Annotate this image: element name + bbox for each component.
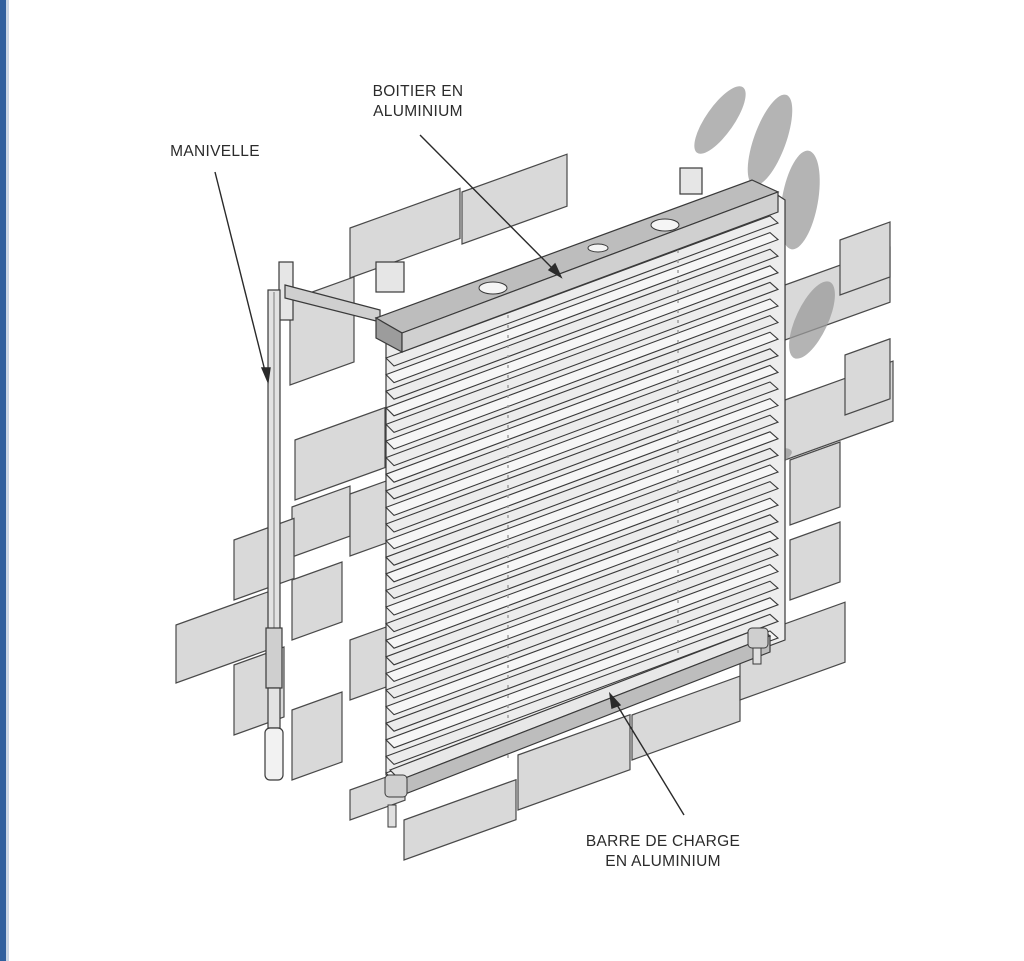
brick — [631, 675, 741, 761]
slat — [385, 231, 780, 384]
slat — [385, 447, 780, 600]
brick — [789, 521, 841, 601]
slat — [385, 480, 780, 633]
window-frame-edge-inner — [6, 0, 9, 961]
slat — [385, 514, 780, 666]
crank-handle — [264, 727, 284, 781]
leaf-shadow — [780, 150, 820, 250]
crank-assembly — [264, 261, 381, 781]
label-boitier: BOITIER EN ALUMINIUM — [372, 83, 464, 120]
slat — [385, 248, 780, 400]
slat — [385, 597, 780, 749]
slat — [385, 331, 780, 483]
bottom-rail-endcap — [384, 774, 408, 798]
label-manivelle: MANIVELLE — [170, 143, 260, 160]
brick — [349, 624, 391, 701]
head-rail-front — [401, 191, 779, 353]
slat — [385, 397, 780, 550]
leaf-shadow — [694, 86, 746, 154]
slat — [385, 281, 780, 434]
brick — [739, 601, 846, 701]
leaf-shadow — [747, 94, 793, 186]
brick — [291, 561, 343, 641]
brick — [403, 778, 517, 861]
slat — [385, 381, 780, 533]
slat — [385, 580, 780, 732]
brick — [349, 187, 461, 279]
window-frame-edge — [0, 0, 6, 961]
slat — [385, 215, 780, 367]
blind-body — [374, 167, 786, 828]
slat — [385, 364, 780, 517]
brick — [461, 153, 568, 245]
bracket-right — [679, 167, 703, 195]
slat — [385, 314, 780, 467]
slat — [385, 547, 780, 699]
slat — [385, 613, 780, 766]
bottom-rail-endcap — [747, 627, 769, 649]
leaf-shadow — [789, 281, 835, 359]
brick — [233, 517, 295, 601]
slat — [385, 530, 780, 683]
slat — [385, 563, 780, 716]
brick — [291, 691, 343, 781]
leader-lines — [214, 134, 685, 816]
tilt-mechanism — [478, 281, 508, 295]
slat — [385, 298, 780, 450]
brick — [294, 406, 386, 501]
crank-rod-lower — [267, 687, 281, 729]
slat — [385, 431, 780, 583]
brick — [789, 441, 841, 526]
brick — [844, 337, 891, 416]
brick — [839, 221, 891, 296]
label-barre-de-charge: BARRE DE CHARGE EN ALUMINIUM — [585, 833, 741, 870]
tilt-mechanism — [650, 218, 680, 232]
slat — [385, 464, 780, 616]
tilt-mechanism — [587, 243, 609, 253]
slat — [385, 414, 780, 566]
brick — [517, 713, 631, 811]
cord-weight — [387, 804, 397, 828]
slat — [385, 348, 780, 500]
slat — [385, 497, 780, 649]
crank-sleeve — [265, 627, 283, 689]
bracket-left — [375, 261, 405, 293]
slat — [385, 265, 780, 417]
cord-weight — [752, 647, 762, 665]
